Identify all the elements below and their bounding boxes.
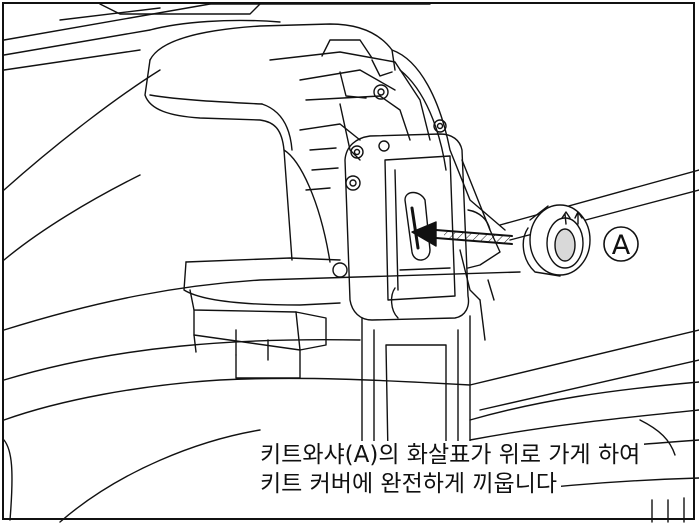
caption-line-2: 키트 커버에 완전하게 끼웁니다 — [254, 470, 562, 499]
clamp-arm — [459, 159, 501, 341]
arrow-icon — [411, 221, 513, 247]
top-clamp-mechanism — [269, 39, 506, 231]
kit-cover — [344, 133, 470, 321]
callout-circle — [603, 226, 639, 262]
roof-bar — [3, 3, 431, 71]
car-body-lines — [3, 69, 699, 523]
instruction-caption: 키트와샤(A)의 화살표가 위로 가게 하여 키트 커버에 완전하게 끼웁니다 — [254, 441, 694, 499]
screw-icon — [332, 84, 447, 278]
callout-label: A — [612, 230, 631, 261]
rack-foot-body — [144, 23, 396, 379]
kit-washer-icon — [522, 204, 591, 277]
caption-line-1: 키트와샤(A)의 화살표가 위로 가게 하여 — [254, 441, 645, 470]
